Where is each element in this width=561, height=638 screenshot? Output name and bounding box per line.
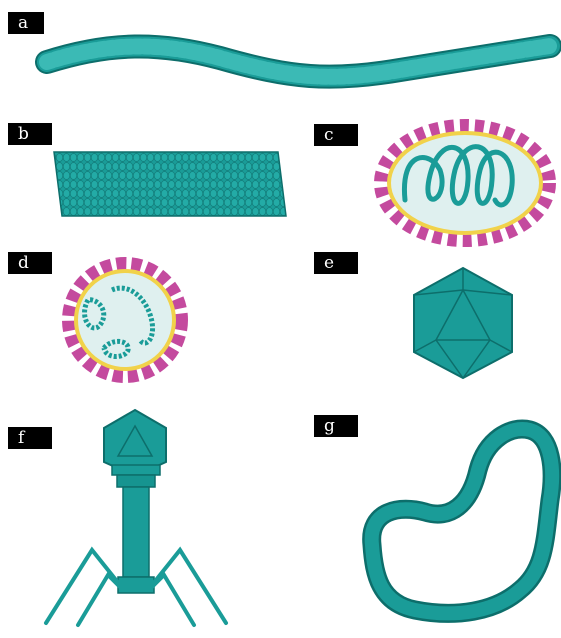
icosahedral-virus [414, 268, 512, 378]
circular-filament-virus [372, 429, 552, 613]
bacteriophage-virus [46, 410, 226, 625]
enveloped-helical-virus [381, 126, 549, 240]
enveloped-segmented-virus [69, 264, 181, 376]
helical-rod-virus [54, 152, 286, 216]
helical-filament-virus [47, 46, 550, 77]
